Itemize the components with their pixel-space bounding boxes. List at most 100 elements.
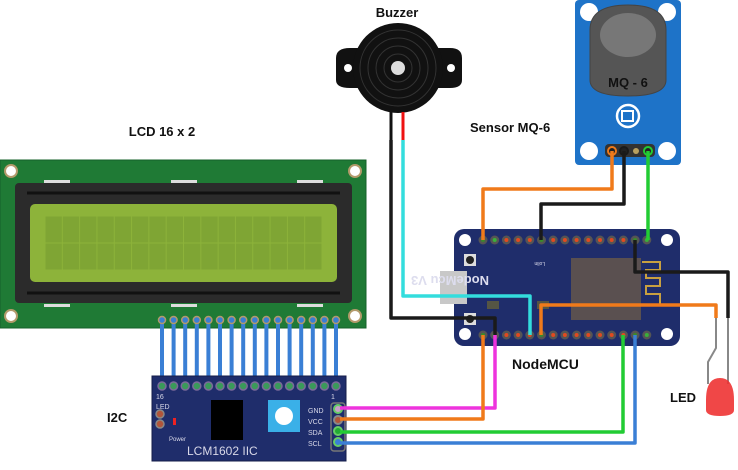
wire-led-signal (539, 303, 718, 335)
bezel-clip (297, 304, 323, 307)
lcd-pin (273, 315, 283, 325)
i2c-header-pin (203, 381, 214, 391)
lcd-cell (218, 243, 235, 270)
lcd-cell (45, 243, 62, 270)
i2c-header-pin (331, 381, 341, 391)
gpio-pin-dot (598, 333, 602, 337)
lcd-pin (215, 315, 225, 325)
lcd-pin (308, 315, 318, 325)
lcd-cell (253, 243, 270, 270)
lcd-pin (296, 315, 306, 325)
gpio-pin-dot (609, 238, 614, 242)
i2c-header-pin (168, 381, 179, 391)
i2c-header-pin (273, 381, 283, 391)
i2c-header-pin (192, 381, 202, 391)
bezel-clip (44, 304, 70, 307)
gpio-pin-dot (644, 333, 649, 337)
lcd-pin (238, 315, 248, 325)
nodemcu-bottom-header (478, 330, 652, 340)
power-led (173, 418, 176, 425)
gpio-pin-dot (516, 333, 521, 337)
i2c-header-pin (319, 381, 330, 391)
esp-module-shield (571, 258, 641, 320)
nodemcu-top-header (478, 235, 652, 245)
sensor-mesh (600, 13, 656, 57)
gpio-pin-dot (551, 238, 556, 242)
lcd-pin (169, 315, 178, 325)
i2c-header-pin (226, 381, 237, 391)
lcd-label: LCD 16 x 2 (129, 124, 195, 139)
buzzer-label: Buzzer (376, 5, 419, 20)
mount-hole (661, 328, 673, 340)
i2c-board-text: LCM1602 IIC (187, 444, 258, 458)
mount-hole (348, 309, 362, 323)
gpio-pin-dot (574, 333, 579, 337)
lcd-pin (227, 315, 236, 325)
mount-hole (459, 234, 471, 246)
led-jumper-pin (155, 419, 165, 429)
lcd-cell (114, 243, 132, 270)
lcd-cell (201, 216, 218, 243)
i2c-pin1-label: 1 (331, 394, 335, 401)
lcd-pin (250, 315, 260, 325)
mq6-sensor-module: MQ - 6 (575, 0, 681, 165)
lcd-cell (62, 216, 80, 243)
lcd-pin (180, 315, 190, 325)
sensor-marking: MQ - 6 (608, 75, 648, 90)
lcd-screen (30, 204, 337, 282)
sensor-header (605, 144, 655, 157)
lcd-cell (132, 216, 149, 243)
i2c-sda-label: SDA (308, 430, 323, 437)
gpio-pin-dot (504, 333, 509, 337)
lcd-cell (166, 216, 183, 243)
i2c-lcd-header (157, 381, 341, 391)
lcd-cell (45, 216, 62, 243)
lcd-cell (287, 216, 305, 243)
lcd-cell (270, 216, 287, 243)
led-jumper-pin (155, 409, 165, 419)
wire-sensor-gnd (539, 151, 626, 240)
lcd-cell (149, 243, 166, 270)
i2c-pin16-label: 16 (156, 394, 164, 401)
i2c-header-pin (261, 381, 272, 391)
lcd-character-grid (45, 216, 322, 270)
gpio-pin-dot (504, 238, 509, 242)
lcd-module (0, 159, 367, 329)
lcd-cell (305, 243, 322, 270)
gpio-pin-dot (574, 238, 579, 242)
wire-i2c-scl (340, 335, 637, 445)
gpio-pin-dot (562, 333, 567, 337)
i2c-header-pin (238, 381, 248, 391)
usb-port (440, 271, 467, 304)
lcd-cell (235, 216, 253, 243)
wire-led-gnd (633, 240, 730, 318)
lcd-cell (149, 216, 166, 243)
i2c-header-pin (157, 381, 167, 391)
lcd-cell (287, 243, 305, 270)
wire-buzzer-gnd (389, 140, 497, 335)
gpio-pin-dot (586, 333, 591, 337)
led-body (706, 378, 734, 416)
lcd-pin (331, 315, 341, 325)
led-label: LED (670, 390, 696, 405)
buzzer (336, 23, 462, 140)
lcd-cell (80, 216, 97, 243)
wifi-antenna (642, 261, 661, 304)
i2c-header-pin (250, 381, 260, 391)
mount-hole (661, 234, 673, 246)
lcd-cell (80, 243, 97, 270)
nodemcu-label: NodeMCU (512, 356, 579, 372)
gpio-pin-dot (516, 238, 521, 242)
i2c-header-pin (180, 381, 190, 391)
lcd-pin (285, 315, 294, 325)
i2c-header-pin (284, 381, 295, 391)
wire-i2c-gnd (340, 335, 497, 410)
lcd-pin (157, 315, 167, 325)
mount-hole (4, 164, 18, 178)
gpio-pin-dot (609, 333, 614, 337)
bezel-clip (171, 180, 197, 183)
mount-hole (459, 328, 471, 340)
lcd-cell (97, 243, 114, 270)
wire-sensor-vcc (481, 151, 614, 240)
